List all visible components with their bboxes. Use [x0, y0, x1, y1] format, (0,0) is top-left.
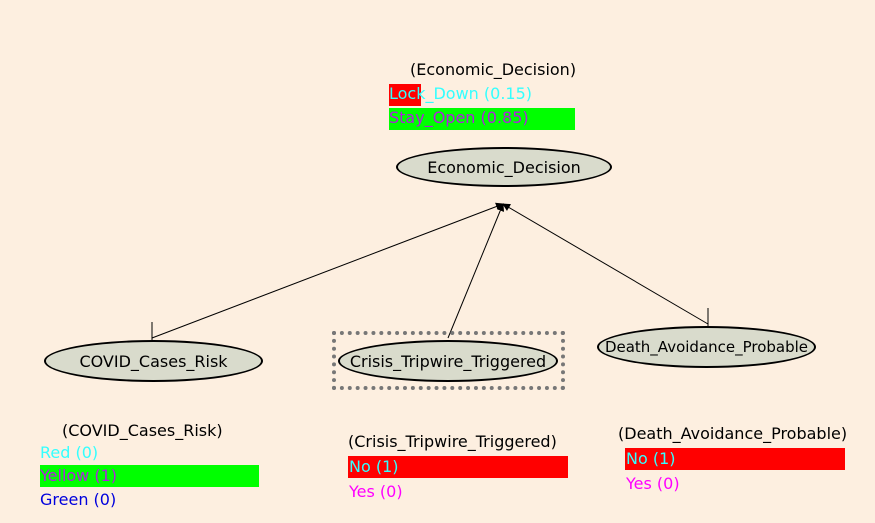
death-yes-state[interactable]: Yes (0) — [626, 474, 680, 493]
crisis-panel-title: (Crisis_Tripwire_Triggered) — [348, 432, 557, 451]
node-economic-decision[interactable]: Economic_Decision — [396, 147, 612, 187]
covid-yellow-state[interactable]: Yellow (1) — [40, 466, 118, 485]
covid-yellow-bar — [40, 465, 259, 487]
covid-panel-title: (COVID_Cases_Risk) — [62, 421, 223, 440]
edge-covid-to-economic — [151, 202, 504, 339]
crisis-no-state[interactable]: No (1) — [349, 457, 399, 476]
edge-crisis-to-economic — [447, 203, 505, 339]
economic-stayopen-bar — [389, 108, 575, 130]
crisis-yes-state[interactable]: Yes (0) — [349, 482, 403, 501]
death-no-state[interactable]: No (1) — [626, 449, 676, 468]
economic-stayopen-state[interactable]: Stay_Open (0.85) — [389, 108, 529, 127]
covid-red-state[interactable]: Red (0) — [40, 443, 99, 462]
death-panel-title: (Death_Avoidance_Probable) — [618, 424, 846, 443]
node-death-avoidance-probable[interactable]: Death_Avoidance_Probable — [597, 326, 816, 368]
selection-box — [332, 331, 565, 390]
node-crisis-tripwire-triggered[interactable]: Crisis_Tripwire_Triggered — [338, 340, 558, 382]
edge-death-to-economic — [502, 203, 709, 325]
economic-panel-title: (Economic_Decision) — [410, 60, 577, 79]
covid-green-state[interactable]: Green (0) — [40, 490, 117, 509]
economic-lockdown-bar — [389, 84, 421, 106]
node-covid-cases-risk[interactable]: COVID_Cases_Risk — [44, 340, 263, 382]
economic-lockdown-state[interactable]: Lock_Down (0.15) — [389, 84, 533, 103]
crisis-no-bar — [348, 456, 568, 478]
death-no-bar — [625, 448, 845, 470]
